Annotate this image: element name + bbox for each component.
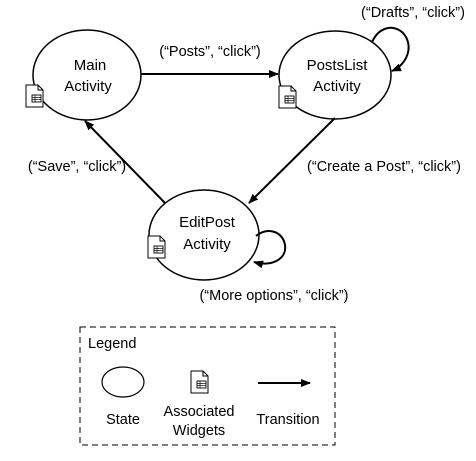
state-main-activity: Main Activity — [25, 29, 142, 121]
state-label-line1: PostsList — [307, 57, 369, 74]
legend-widgets-label-line1: Associated — [164, 404, 235, 420]
state-postslist-activity: PostsList Activity — [278, 30, 392, 120]
legend-title: Legend — [88, 336, 136, 352]
transition-postslist-self: (“Drafts”, “click”) — [361, 5, 465, 72]
legend-box — [79, 326, 336, 446]
transition-label: (“Create a Post”, “click”) — [307, 159, 461, 175]
state-label-line2: Activity — [313, 78, 361, 95]
transition-postslist-to-editpost: (“Create a Post”, “click”) — [248, 117, 461, 204]
transition-label: (“Drafts”, “click”) — [361, 5, 465, 21]
transition-editpost-self: (“More options”, “click”) — [199, 230, 349, 304]
transition-label: (“Save”, “click”) — [28, 159, 126, 175]
legend-widgets-label-line2: Widgets — [173, 423, 225, 439]
state-label-line1: EditPost — [179, 214, 236, 231]
transition-label: (“Posts”, “click”) — [159, 44, 261, 60]
state-label-line2: Activity — [183, 236, 231, 253]
transition-main-to-postslist: (“Posts”, “click”) — [141, 44, 279, 78]
transition-arrow — [84, 120, 166, 204]
transition-arrow — [248, 117, 336, 204]
transition-editpost-to-main: (“Save”, “click”) — [28, 120, 166, 204]
transition-arrow — [371, 26, 410, 72]
document-table-icon — [147, 235, 166, 259]
transition-arrow — [253, 230, 287, 269]
state-label-line2: Activity — [64, 78, 112, 95]
state-ellipse — [32, 29, 142, 121]
legend-state-label: State — [106, 412, 140, 428]
state-label-line1: Main — [74, 57, 107, 74]
legend-transition-label: Transition — [256, 412, 319, 428]
document-table-icon — [278, 85, 297, 109]
document-table-icon — [190, 370, 209, 394]
transition-label: (“More options”, “click”) — [199, 288, 348, 304]
document-table-icon — [25, 84, 44, 108]
legend: Legend State Associated Widgets Transiti… — [79, 326, 336, 446]
state-editpost-activity: EditPost Activity — [147, 189, 260, 281]
state-ellipse — [148, 189, 260, 281]
legend-state-symbol — [101, 366, 145, 398]
